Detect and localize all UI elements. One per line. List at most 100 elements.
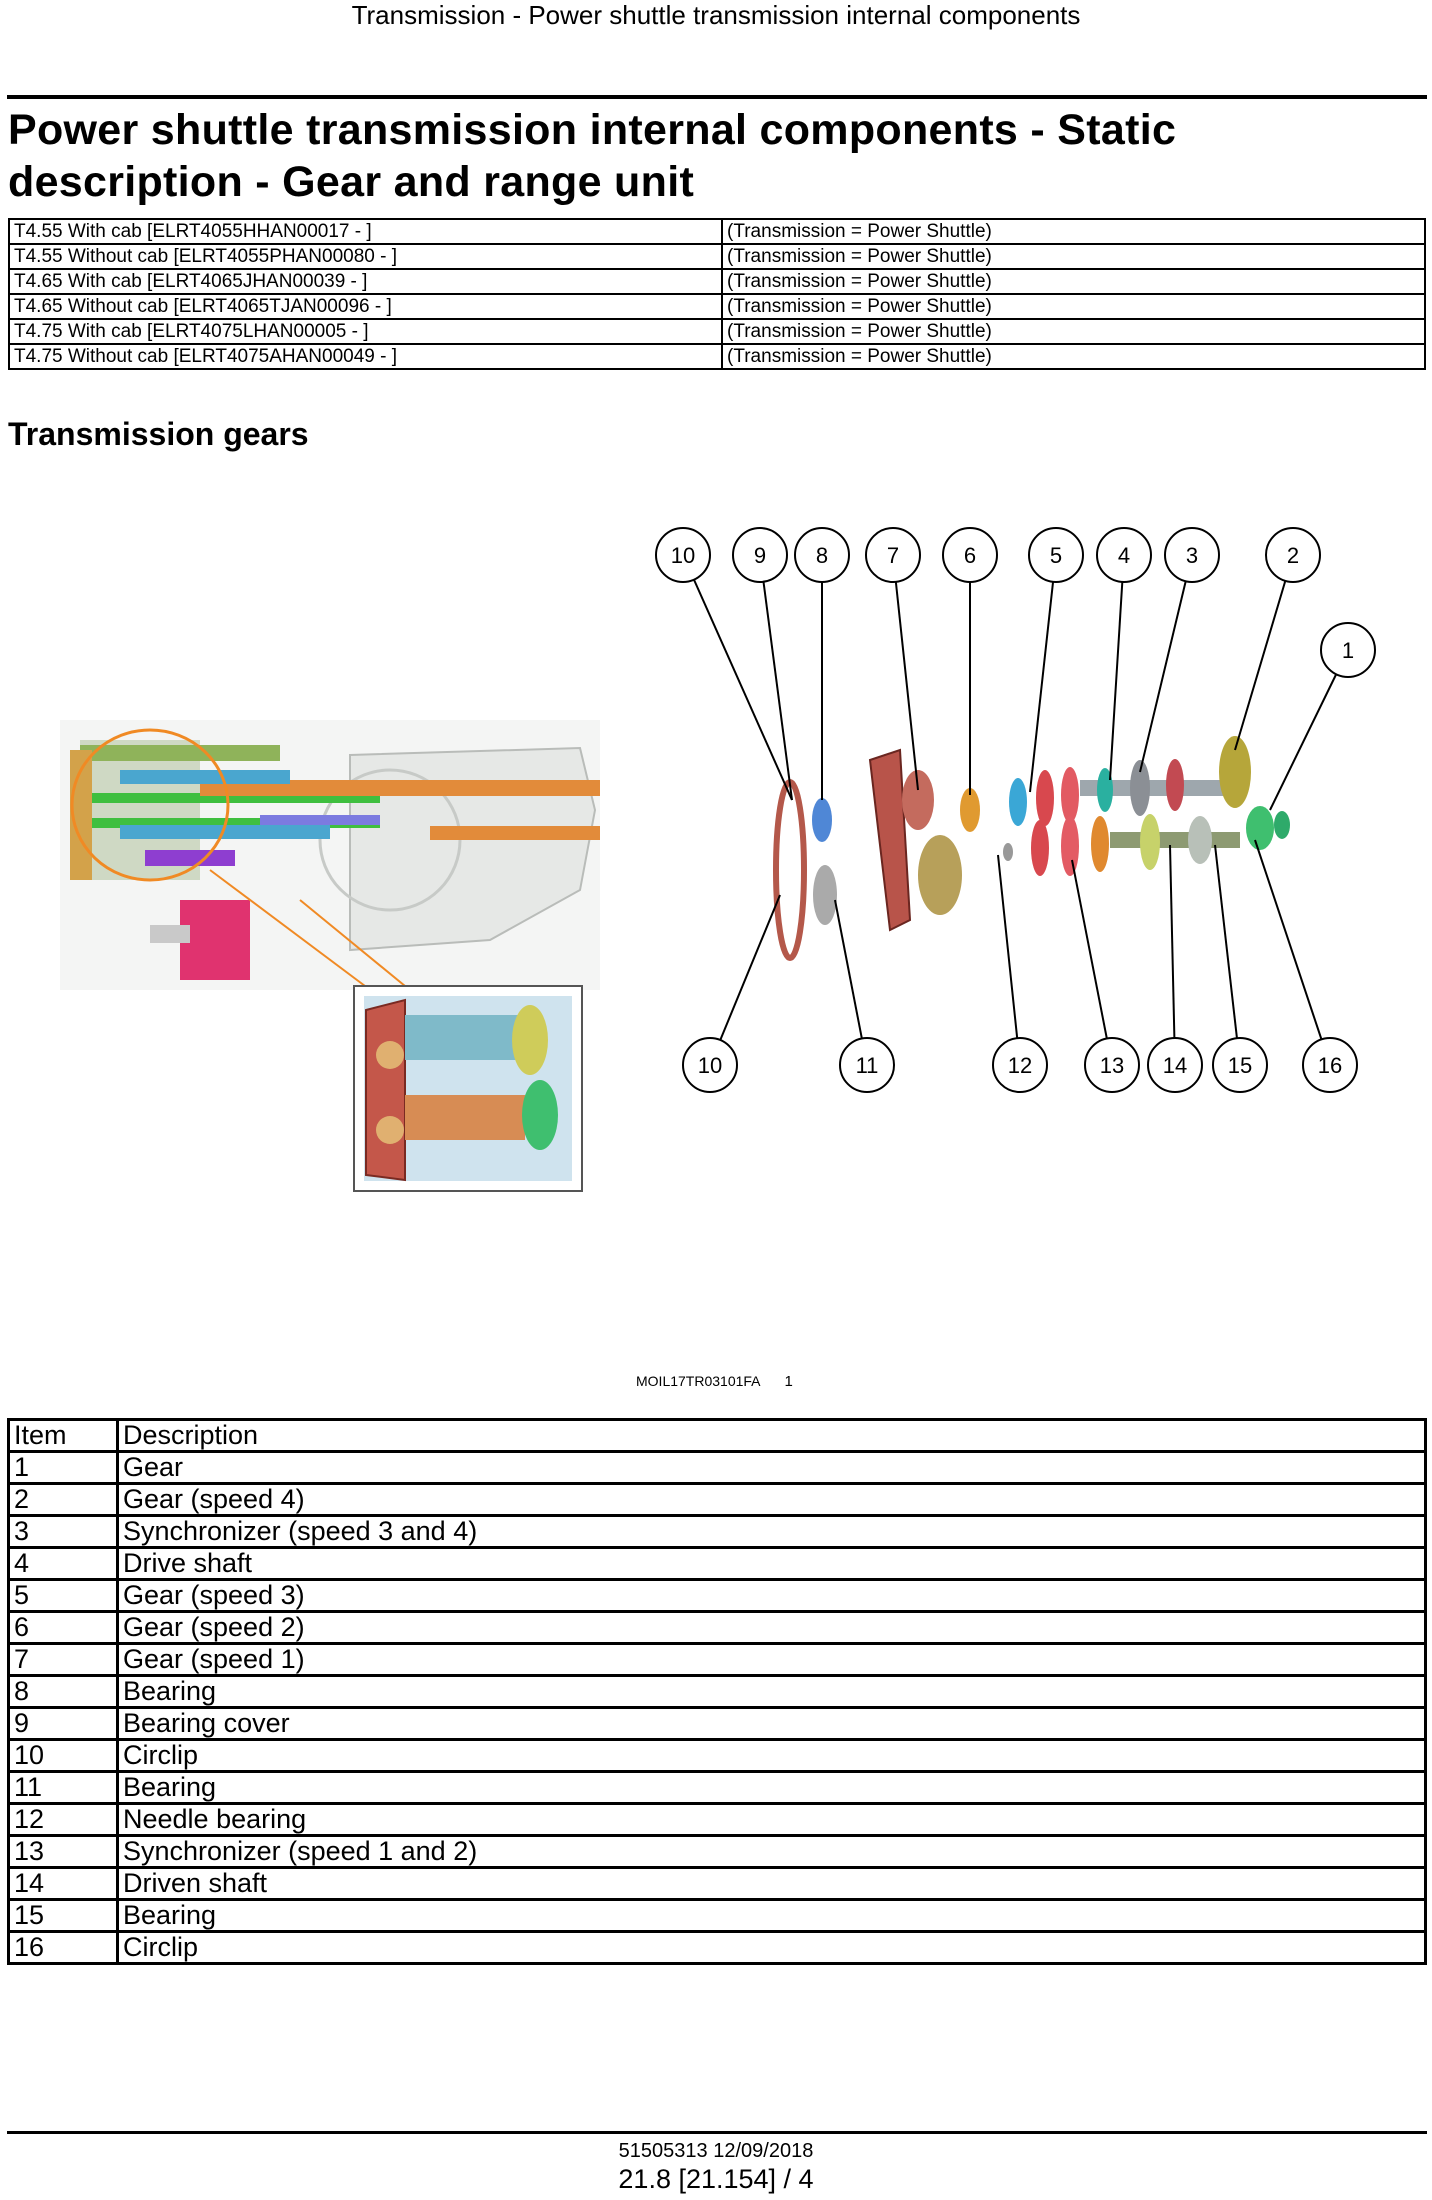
part-description: Circlip xyxy=(116,1930,1427,1965)
part-item-number: 12 xyxy=(7,1802,119,1837)
applicability-model: T4.65 With cab [ELRT4065JHAN00039 - ] xyxy=(8,268,723,295)
part-item-number: 7 xyxy=(7,1642,119,1677)
callout-circle xyxy=(839,1037,895,1093)
applicability-model: T4.75 Without cab [ELRT4075AHAN00049 - ] xyxy=(8,343,723,370)
callout-number: 8 xyxy=(816,543,828,568)
footer-doc-id: 51505313 12/09/2018 xyxy=(618,2140,814,2162)
part-description: Needle bearing xyxy=(116,1802,1427,1837)
part-description: Circlip xyxy=(116,1738,1427,1773)
callout-number: 14 xyxy=(1163,1053,1187,1078)
callout-number: 13 xyxy=(1100,1053,1124,1078)
applicability-config: (Transmission = Power Shuttle) xyxy=(721,343,1426,370)
applicability-row: T4.65 With cab [ELRT4065JHAN00039 - ](Tr… xyxy=(8,268,1426,295)
applicability-table: T4.55 With cab [ELRT4055HHAN00017 - ](Tr… xyxy=(8,218,1426,370)
part-item-number: 5 xyxy=(7,1578,119,1613)
applicability-model: T4.75 With cab [ELRT4075LHAN00005 - ] xyxy=(8,318,723,345)
callout-circle xyxy=(1164,527,1220,583)
figure-reference: MOIL17TR03101FA 1 xyxy=(636,1373,793,1390)
callout: 8 xyxy=(794,527,850,583)
callout-number: 4 xyxy=(1118,543,1130,568)
inset-assembly-illustration xyxy=(353,985,583,1192)
applicability-config: (Transmission = Power Shuttle) xyxy=(721,218,1426,245)
applicability-model: T4.55 Without cab [ELRT4055PHAN00080 - ] xyxy=(8,243,723,270)
callout: 7 xyxy=(865,527,921,583)
part-description: Synchronizer (speed 1 and 2) xyxy=(116,1834,1427,1869)
part-description: Bearing cover xyxy=(116,1706,1427,1741)
part-description: Gear (speed 1) xyxy=(116,1642,1427,1677)
applicability-row: T4.55 Without cab [ELRT4055PHAN00080 - ]… xyxy=(8,243,1426,270)
callout-number: 10 xyxy=(671,543,695,568)
callout: 15 xyxy=(1212,1037,1268,1093)
callout-number: 12 xyxy=(1008,1053,1032,1078)
part-item-number: 13 xyxy=(7,1834,119,1869)
callout-number: 5 xyxy=(1050,543,1062,568)
part-description: Driven shaft xyxy=(116,1866,1427,1901)
part-description: Synchronizer (speed 3 and 4) xyxy=(116,1514,1427,1549)
callout: 11 xyxy=(839,1037,895,1093)
callout-number: 3 xyxy=(1186,543,1198,568)
callout: 1 xyxy=(1320,622,1376,678)
callout-circle xyxy=(655,527,711,583)
part-item-number: 6 xyxy=(7,1610,119,1645)
callout: 12 xyxy=(992,1037,1048,1093)
callout-circle xyxy=(1212,1037,1268,1093)
part-item-number: 14 xyxy=(7,1866,119,1901)
figure-code: MOIL17TR03101FA xyxy=(636,1373,761,1389)
part-description: Bearing xyxy=(116,1770,1427,1805)
applicability-config: (Transmission = Power Shuttle) xyxy=(721,243,1426,270)
callout-circle xyxy=(1147,1037,1203,1093)
applicability-row: T4.55 With cab [ELRT4055HHAN00017 - ](Tr… xyxy=(8,218,1426,245)
part-item-number: 11 xyxy=(7,1770,119,1805)
callout-number: 1 xyxy=(1342,638,1354,663)
part-description: Bearing xyxy=(116,1674,1427,1709)
part-item-number: 15 xyxy=(7,1898,119,1933)
callout-circle xyxy=(1028,527,1084,583)
page-title: Power shuttle transmission internal comp… xyxy=(8,106,1177,206)
part-description: Drive shaft xyxy=(116,1546,1427,1581)
section-title: Transmission gears xyxy=(8,416,309,452)
figure-number: 1 xyxy=(784,1373,793,1390)
part-description: Gear (speed 3) xyxy=(116,1578,1427,1613)
applicability-config: (Transmission = Power Shuttle) xyxy=(721,268,1426,295)
header-rule xyxy=(7,95,1427,99)
part-description: Gear (speed 2) xyxy=(116,1610,1427,1645)
housing-cutaway-illustration xyxy=(60,720,600,990)
callout: 10 xyxy=(655,527,711,583)
callout-number: 9 xyxy=(754,543,766,568)
parts-header-cell: Description xyxy=(116,1418,1427,1453)
callout-circle xyxy=(732,527,788,583)
callout: 10 xyxy=(682,1037,738,1093)
callout-circle xyxy=(865,527,921,583)
applicability-model: T4.55 With cab [ELRT4055HHAN00017 - ] xyxy=(8,218,723,245)
callout: 2 xyxy=(1265,527,1321,583)
applicability-row: T4.75 With cab [ELRT4075LHAN00005 - ](Tr… xyxy=(8,318,1426,345)
applicability-config: (Transmission = Power Shuttle) xyxy=(721,293,1426,320)
callout-circle xyxy=(682,1037,738,1093)
callout-circle xyxy=(992,1037,1048,1093)
part-item-number: 4 xyxy=(7,1546,119,1581)
callout-number: 6 xyxy=(964,543,976,568)
applicability-row: T4.75 Without cab [ELRT4075AHAN00049 - ]… xyxy=(8,343,1426,370)
callout: 14 xyxy=(1147,1037,1203,1093)
part-item-number: 8 xyxy=(7,1674,119,1709)
footer-page-number: 21.8 [21.154] / 4 xyxy=(618,2164,814,2194)
part-description: Bearing xyxy=(116,1898,1427,1933)
callout-leaders xyxy=(682,554,1349,1066)
callout: 13 xyxy=(1084,1037,1140,1093)
footer-rule xyxy=(7,2131,1427,2134)
